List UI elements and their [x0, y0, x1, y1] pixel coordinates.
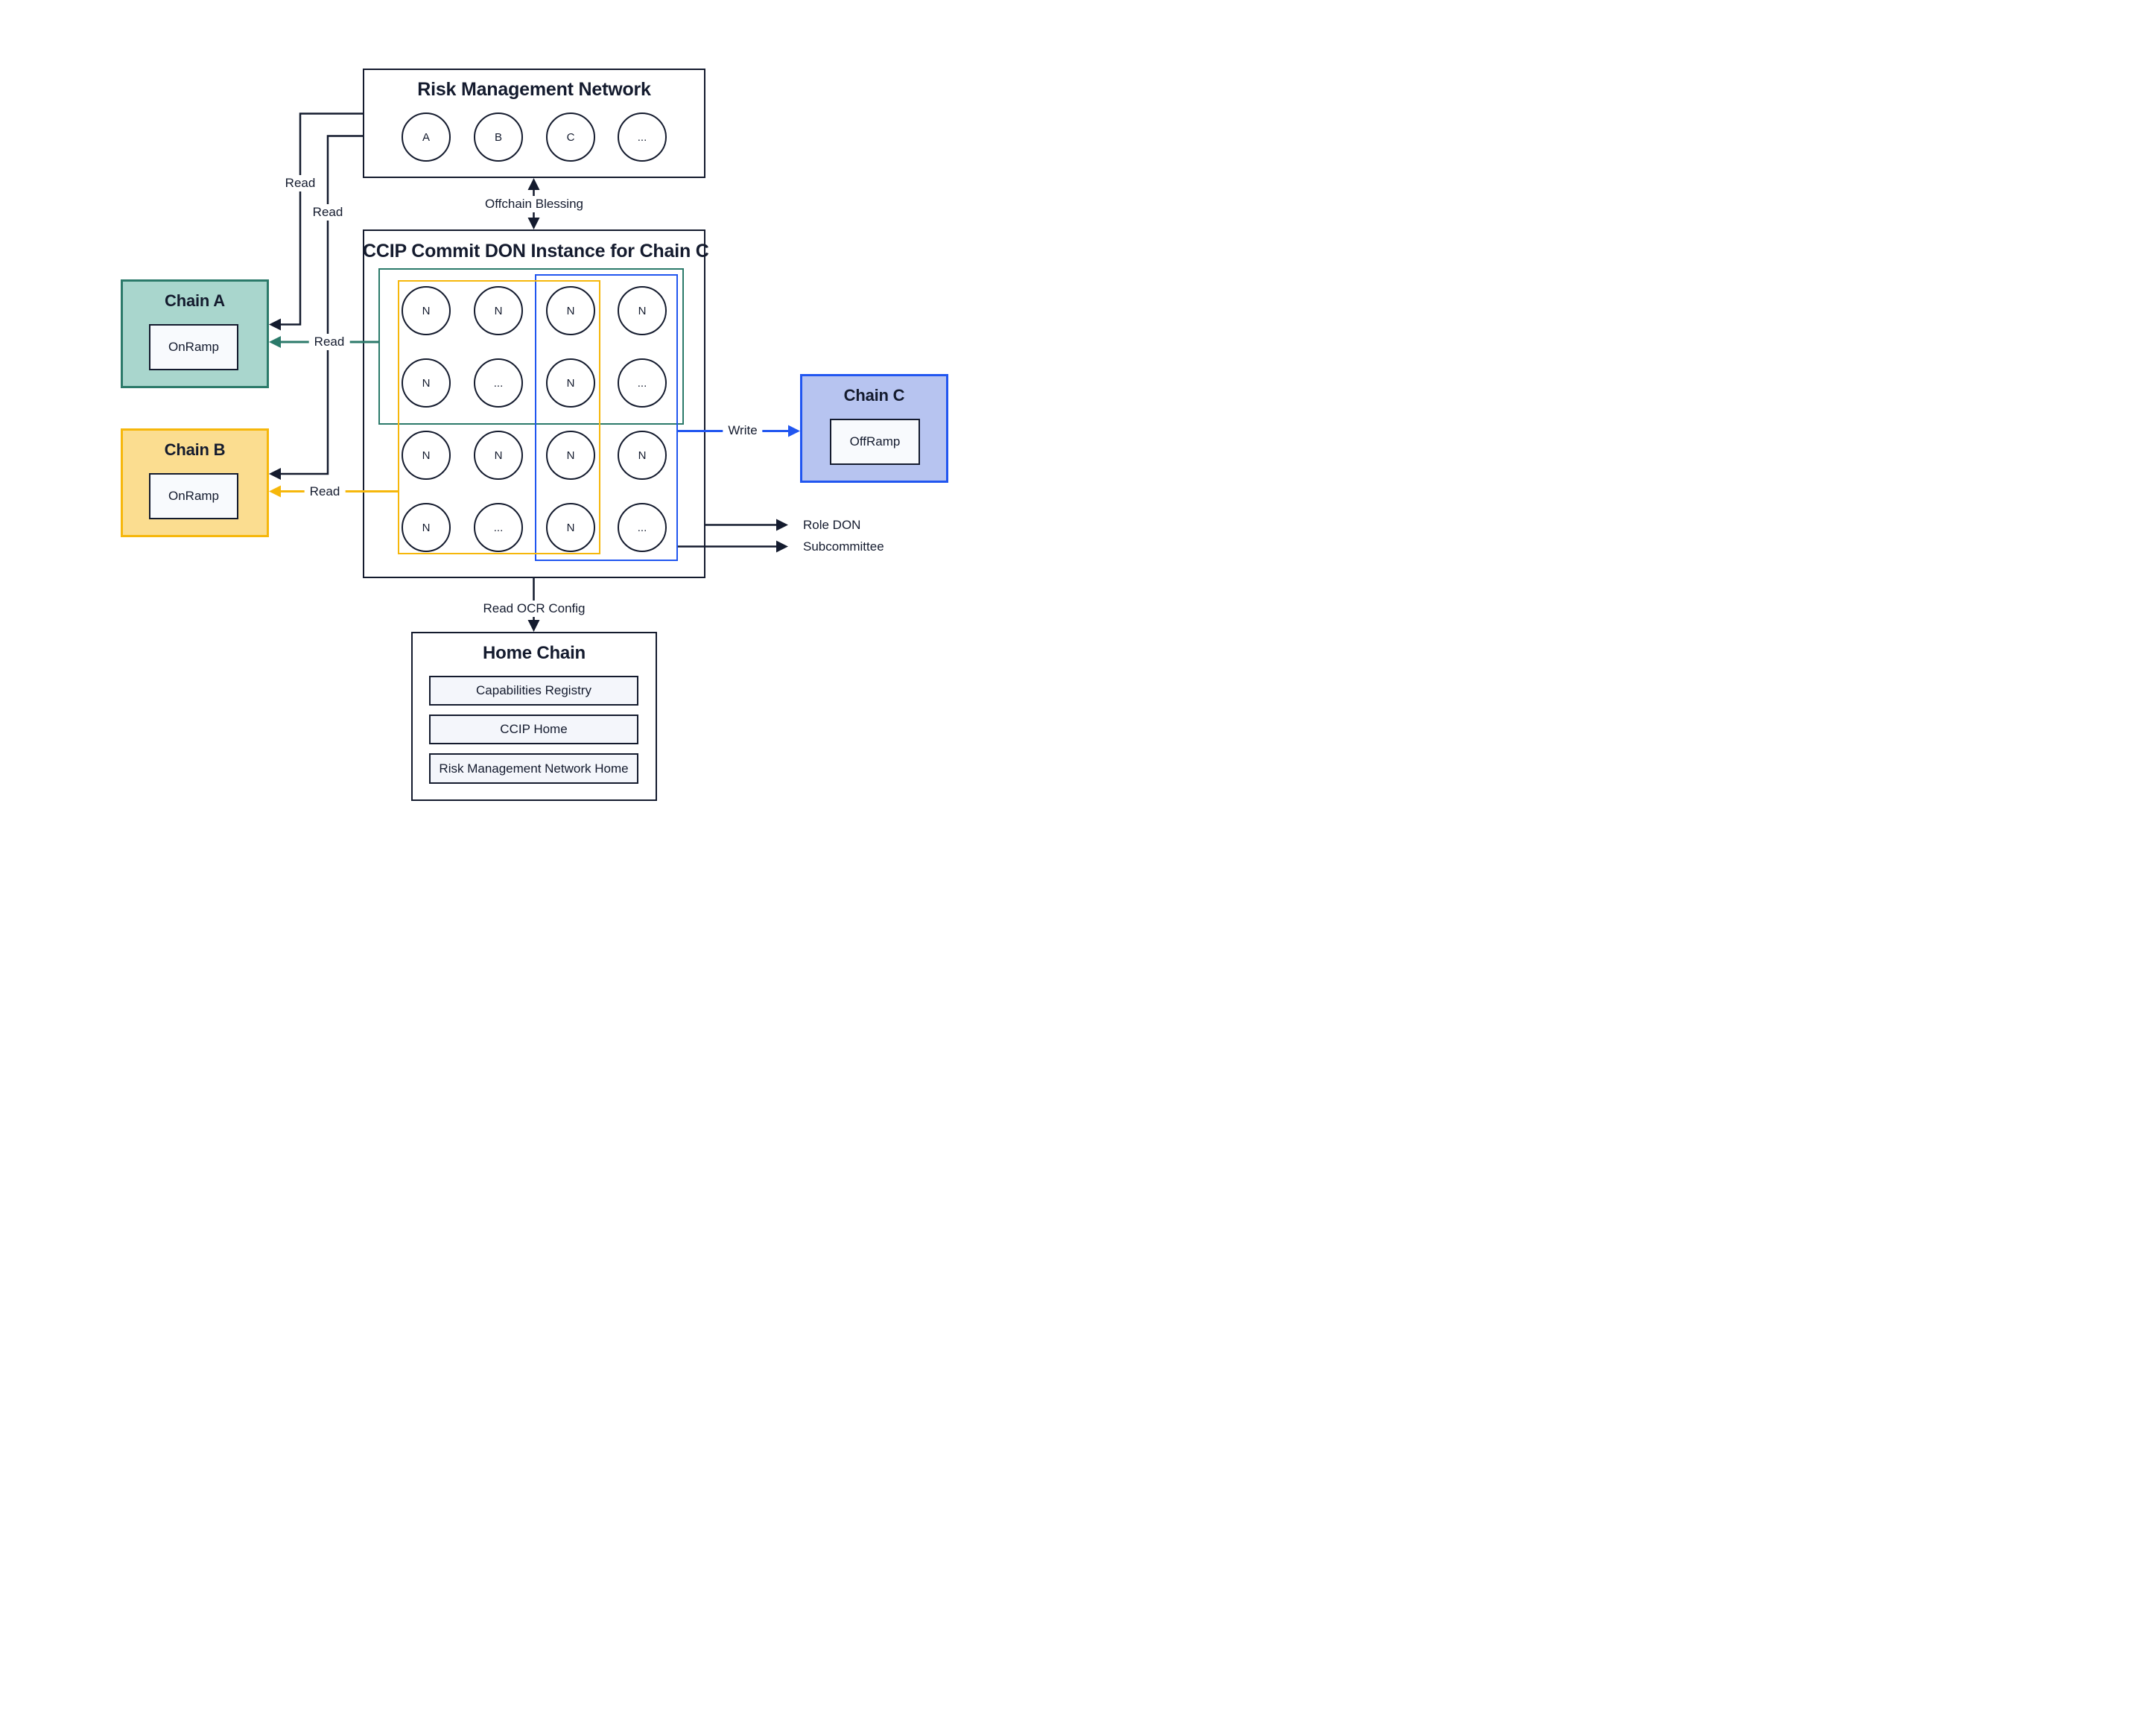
don-node: N — [618, 286, 667, 335]
don-node-label: N — [566, 449, 575, 462]
chain-b-subset-rect-yellow — [398, 280, 600, 554]
don-node: ... — [474, 358, 523, 408]
don-node-label: N — [566, 376, 575, 390]
don-node-label: N — [638, 304, 647, 317]
don-node: N — [474, 431, 523, 480]
rmn-node-b-label: B — [494, 130, 502, 144]
chain-b-onramp: OnRamp — [149, 473, 238, 519]
don-node: N — [546, 431, 595, 480]
home-chain-capabilities-registry: Capabilities Registry — [429, 676, 638, 706]
chain-c-title: Chain C — [843, 386, 905, 405]
chain-a-onramp-label: OnRamp — [168, 340, 220, 354]
chain-a-onramp: OnRamp — [149, 324, 238, 370]
don-node: N — [618, 431, 667, 480]
edge-label-subcommittee: Subcommittee — [800, 538, 887, 555]
chain-c-offramp: OffRamp — [830, 419, 920, 465]
don-node: N — [402, 286, 451, 335]
subcommittee-subset-rect-blue — [535, 274, 678, 561]
capabilities-registry-label: Capabilities Registry — [476, 683, 591, 697]
don-node: N — [402, 431, 451, 480]
edge-label-offchain-blessing: Offchain Blessing — [480, 196, 589, 212]
rmn-node-a: A — [402, 113, 451, 162]
don-node: N — [546, 358, 595, 408]
don-node-label: N — [422, 376, 431, 390]
rmn-node-c-label: C — [566, 130, 575, 144]
don-node: N — [474, 286, 523, 335]
rmn-node-more: ... — [618, 113, 667, 162]
don-node: ... — [618, 503, 667, 552]
edge-label-read-don-a: Read — [308, 334, 350, 350]
rmn-node-a-label: A — [422, 130, 430, 144]
don-node-label: ... — [493, 521, 504, 534]
don-node-label: N — [566, 521, 575, 534]
don-node-label: ... — [637, 376, 647, 390]
ccip-home-label: CCIP Home — [500, 722, 568, 736]
don-node-label: N — [422, 304, 431, 317]
home-chain-ccip-home: CCIP Home — [429, 715, 638, 744]
edge-label-read-rmn-b: Read — [307, 204, 349, 221]
chain-a-title: Chain A — [165, 291, 225, 310]
don-node-label: N — [422, 449, 431, 462]
rmn-node-b: B — [474, 113, 523, 162]
chain-c-offramp-label: OffRamp — [849, 434, 901, 449]
don-node: N — [546, 286, 595, 335]
don-node-label: ... — [637, 521, 647, 534]
home-chain-rmn-home: Risk Management Network Home — [429, 753, 638, 784]
don-node: N — [402, 503, 451, 552]
risk-management-network-title: Risk Management Network — [417, 79, 651, 100]
don-node: ... — [618, 358, 667, 408]
ccip-architecture-diagram: Risk Management Network A B C ... CCIP C… — [0, 0, 1068, 868]
edge-label-role-don: Role DON — [800, 516, 864, 533]
chain-b-onramp-label: OnRamp — [168, 489, 220, 503]
rmn-home-label: Risk Management Network Home — [439, 761, 629, 776]
don-node-label: N — [566, 304, 575, 317]
don-node: N — [546, 503, 595, 552]
rmn-node-more-label: ... — [637, 130, 647, 144]
commit-don-title: CCIP Commit DON Instance for Chain C — [363, 241, 709, 262]
edge-label-read-don-b: Read — [304, 484, 346, 500]
home-chain-title: Home Chain — [482, 643, 586, 663]
edge-label-read-rmn-a: Read — [279, 175, 321, 191]
don-node-label: ... — [493, 376, 504, 390]
edge-label-write: Write — [723, 422, 763, 439]
don-node: ... — [474, 503, 523, 552]
don-node-label: N — [422, 521, 431, 534]
don-node-label: N — [638, 449, 647, 462]
edge-label-read-ocr-config: Read OCR Config — [478, 601, 591, 617]
rmn-node-c: C — [546, 113, 595, 162]
chain-b-title: Chain B — [164, 440, 226, 459]
don-node: N — [402, 358, 451, 408]
blessing-subset-rect-teal — [378, 268, 684, 425]
don-node-label: N — [494, 449, 503, 462]
don-node-label: N — [494, 304, 503, 317]
